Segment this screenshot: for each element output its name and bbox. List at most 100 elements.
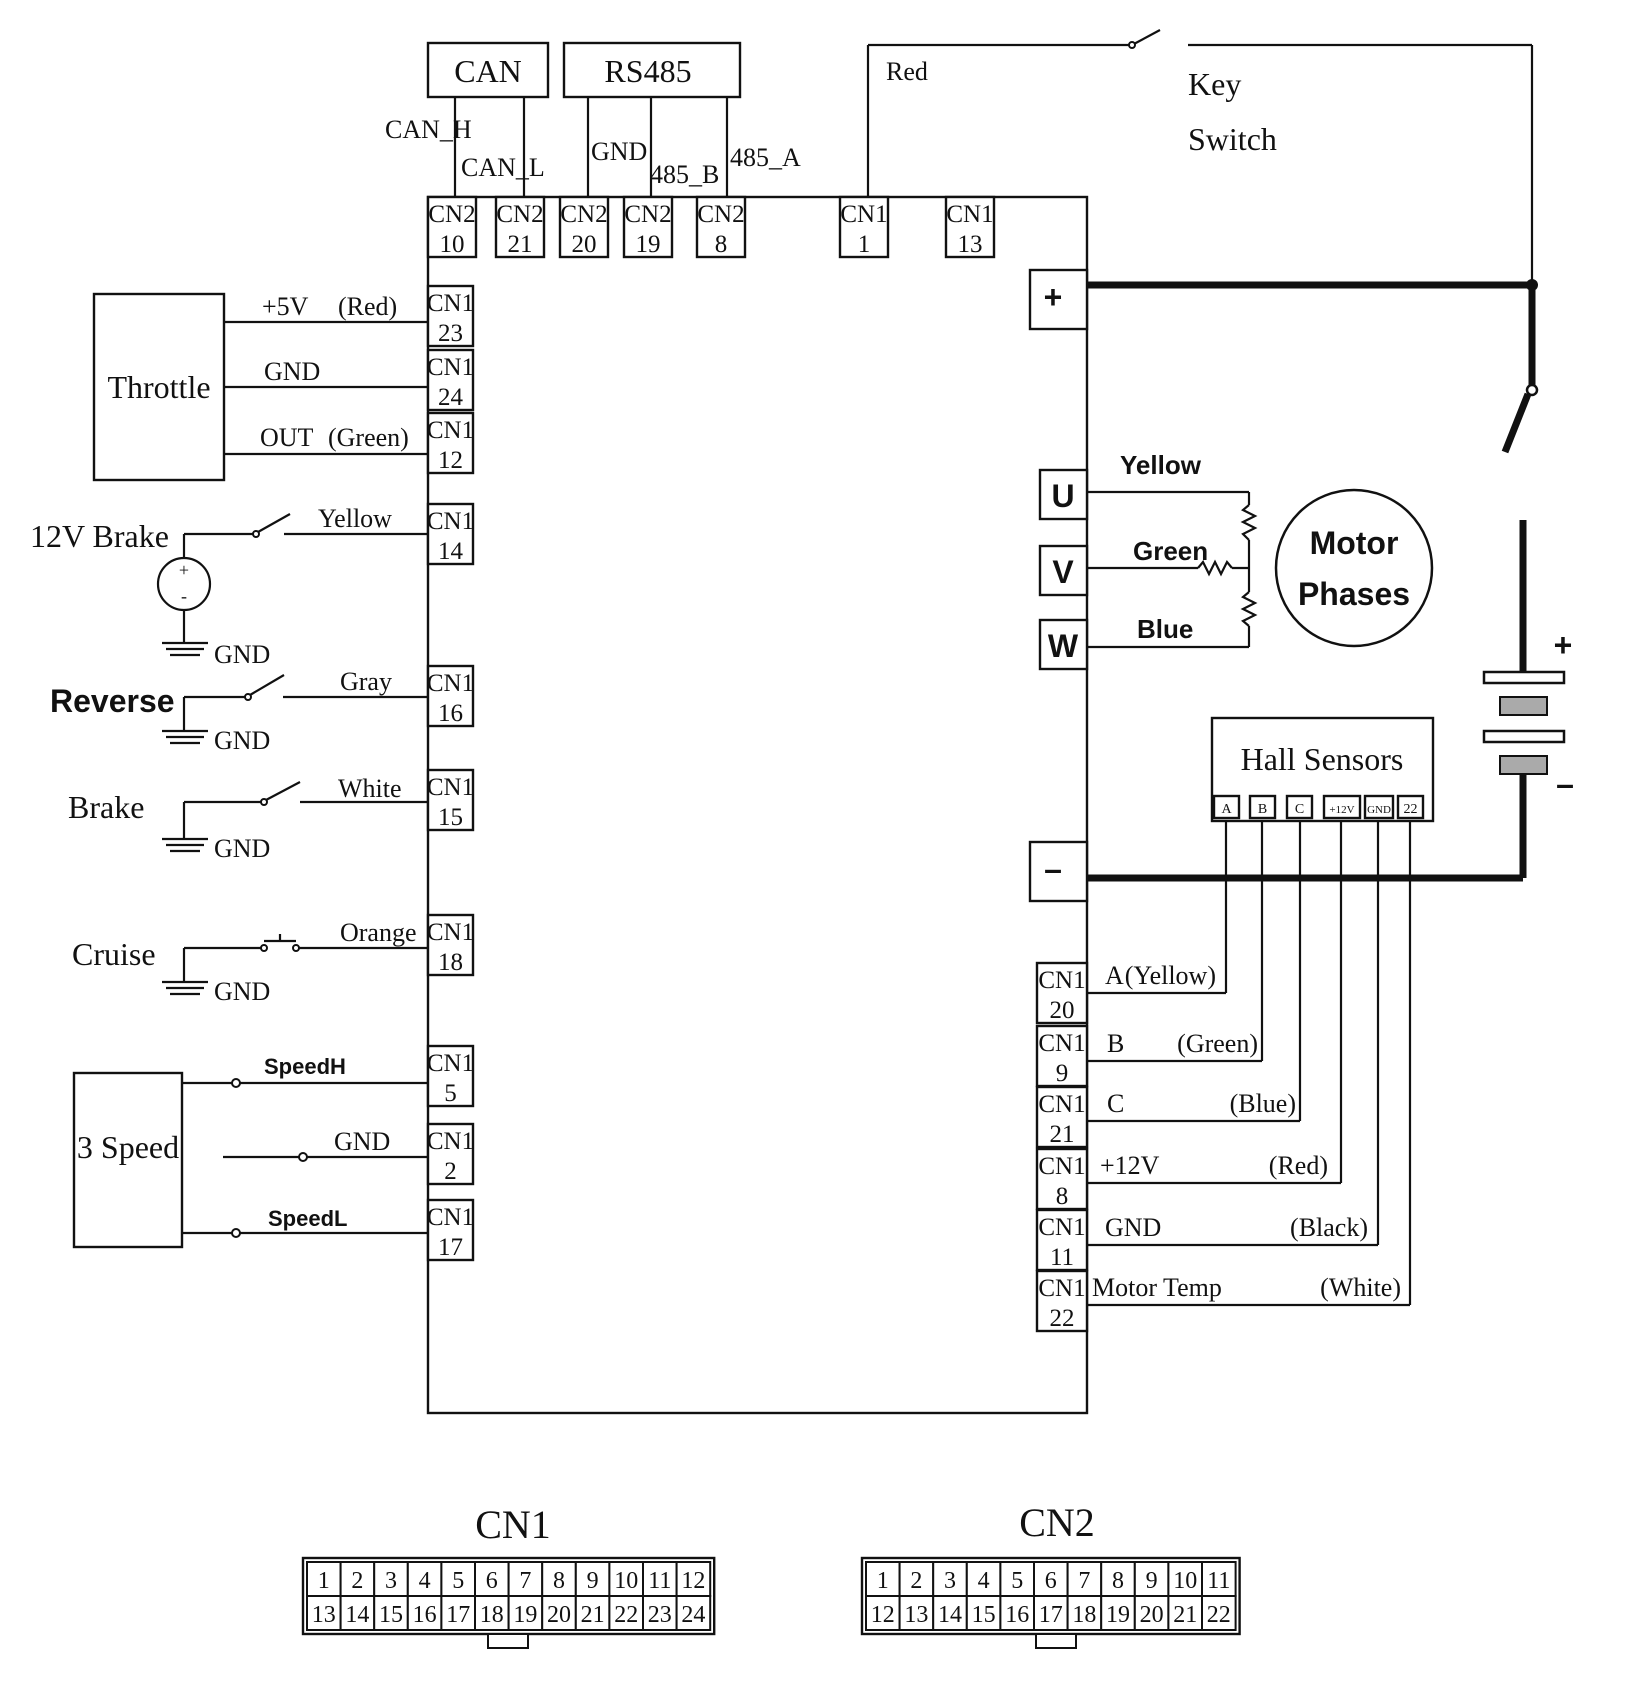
pin-connector-label: CN1: [1038, 1153, 1085, 1180]
plus-terminal-label: +: [1044, 279, 1063, 315]
hall-row-color: (Green): [1177, 1029, 1258, 1058]
pin-connector-label: CN1: [1038, 1091, 1085, 1118]
pin-cell: 3: [932, 1561, 968, 1597]
hall-row-name: C: [1107, 1089, 1124, 1118]
reverse-wire-label: Gray: [340, 667, 392, 696]
pin-connector-label: CN1: [427, 417, 474, 444]
hall-row-color: (Red): [1269, 1151, 1328, 1180]
pin-cell-label: 6: [486, 1568, 498, 1594]
pin-number-label: 21: [1050, 1121, 1075, 1148]
minus-terminal-label: –: [1044, 851, 1062, 887]
phase-v-terminal: [1038, 544, 1089, 597]
hall-pin-0: A: [1212, 794, 1241, 820]
pin-number-label: 22: [1050, 1305, 1075, 1332]
pin-number-label: 20: [1050, 997, 1075, 1024]
pin-cell-label: 3: [385, 1568, 397, 1594]
pin-cell-label: 16: [1005, 1602, 1029, 1628]
pin-cell: 10: [608, 1561, 645, 1597]
phase-u-label: U: [1051, 478, 1074, 514]
pin-number-label: 8: [1056, 1183, 1069, 1210]
hall-pin-4: GND: [1363, 794, 1395, 820]
reverse-gnd-label: GND: [214, 726, 270, 755]
pin-cell: 10: [1167, 1561, 1204, 1597]
hall-row-color: (Yellow): [1125, 961, 1216, 990]
hall-row-5: Motor Temp(White): [1087, 821, 1412, 1307]
key-label: Key: [1188, 66, 1241, 102]
pin-cell: 22: [1201, 1595, 1237, 1631]
hall-row-name: +12V: [1100, 1151, 1160, 1180]
pin-connector-label: CN1: [1038, 1030, 1085, 1057]
pin-connector-label: CN2: [428, 201, 475, 228]
can-l-label: CAN_L: [461, 153, 545, 182]
pin-connector-label: CN2: [560, 201, 607, 228]
brake12v-section: 12V Brake + - GND Yellow: [30, 504, 428, 669]
throttle-5v-label: +5V: [262, 292, 309, 321]
pin-number-label: 1: [858, 231, 871, 258]
pin-cell: 24: [675, 1595, 712, 1631]
pin-number-label: 18: [438, 949, 463, 976]
pin-cell-label: 8: [1112, 1568, 1124, 1594]
pin-cell: 5: [440, 1561, 476, 1597]
gnd-485-label: GND: [591, 137, 647, 166]
pin-cell-label: 3: [944, 1568, 956, 1594]
pin-cell: 19: [1100, 1595, 1136, 1631]
rs485-label: RS485: [604, 53, 691, 89]
hall-row-color: (Black): [1290, 1213, 1368, 1242]
controller-body: [426, 195, 1089, 1415]
speed-label: 3 Speed: [77, 1129, 179, 1165]
pin-connector-label: CN1: [427, 354, 474, 381]
reverse-label: Reverse: [50, 683, 175, 719]
pin-cell-label: 19: [1106, 1602, 1130, 1628]
speed-gnd-label: GND: [334, 1127, 390, 1156]
pin-cell-label: 22: [1207, 1602, 1231, 1628]
pin-cell-label: 5: [1011, 1568, 1023, 1594]
pin-cell: 7: [1066, 1561, 1103, 1597]
comm-section: CAN RS485 CAN_H CAN_L GND 485_B 485_A Re…: [385, 29, 1534, 285]
pin-cell: 19: [507, 1595, 544, 1631]
pin-number-label: 24: [438, 384, 464, 411]
rs485-box: [562, 41, 742, 99]
phase-yellow-label: Yellow: [1120, 450, 1202, 480]
brake12v-label: 12V Brake: [30, 518, 169, 554]
pin-connector-label: CN1: [1038, 1275, 1085, 1302]
pin-cell-label: 17: [1039, 1602, 1063, 1628]
pin-cell: 20: [541, 1595, 577, 1631]
source-minus: -: [181, 586, 187, 606]
pin-connector-label: CN1: [427, 1128, 474, 1155]
brake12v-wire-label: Yellow: [318, 504, 392, 533]
pin-cell: 7: [507, 1561, 544, 1597]
brake12v-gnd-label: GND: [214, 640, 270, 669]
brake-gnd-label: GND: [214, 834, 270, 863]
pin-cell-label: 10: [1173, 1568, 1197, 1594]
pin-number-label: 10: [440, 231, 465, 258]
motor-section: U V W Yellow Green Blue Motor Phases: [1038, 450, 1434, 671]
pin-cell: 23: [642, 1595, 678, 1631]
pin-cell: 21: [574, 1595, 611, 1631]
plus-terminal: [1028, 268, 1089, 331]
hall-row-name: Motor Temp: [1092, 1273, 1222, 1302]
speed-high-label: SpeedH: [264, 1054, 346, 1079]
pin-cell: 1: [865, 1561, 901, 1597]
pin-cell: 13: [306, 1595, 342, 1631]
pin-cell: 5: [999, 1561, 1036, 1597]
throttle-out-label: OUT: [260, 423, 314, 452]
pin-cell-label: 16: [413, 1602, 437, 1628]
motor-circle: [1274, 488, 1434, 648]
source-plus: +: [179, 560, 189, 580]
pin-cell-label: 17: [446, 1602, 470, 1628]
battery-plate-1: [1482, 670, 1566, 685]
